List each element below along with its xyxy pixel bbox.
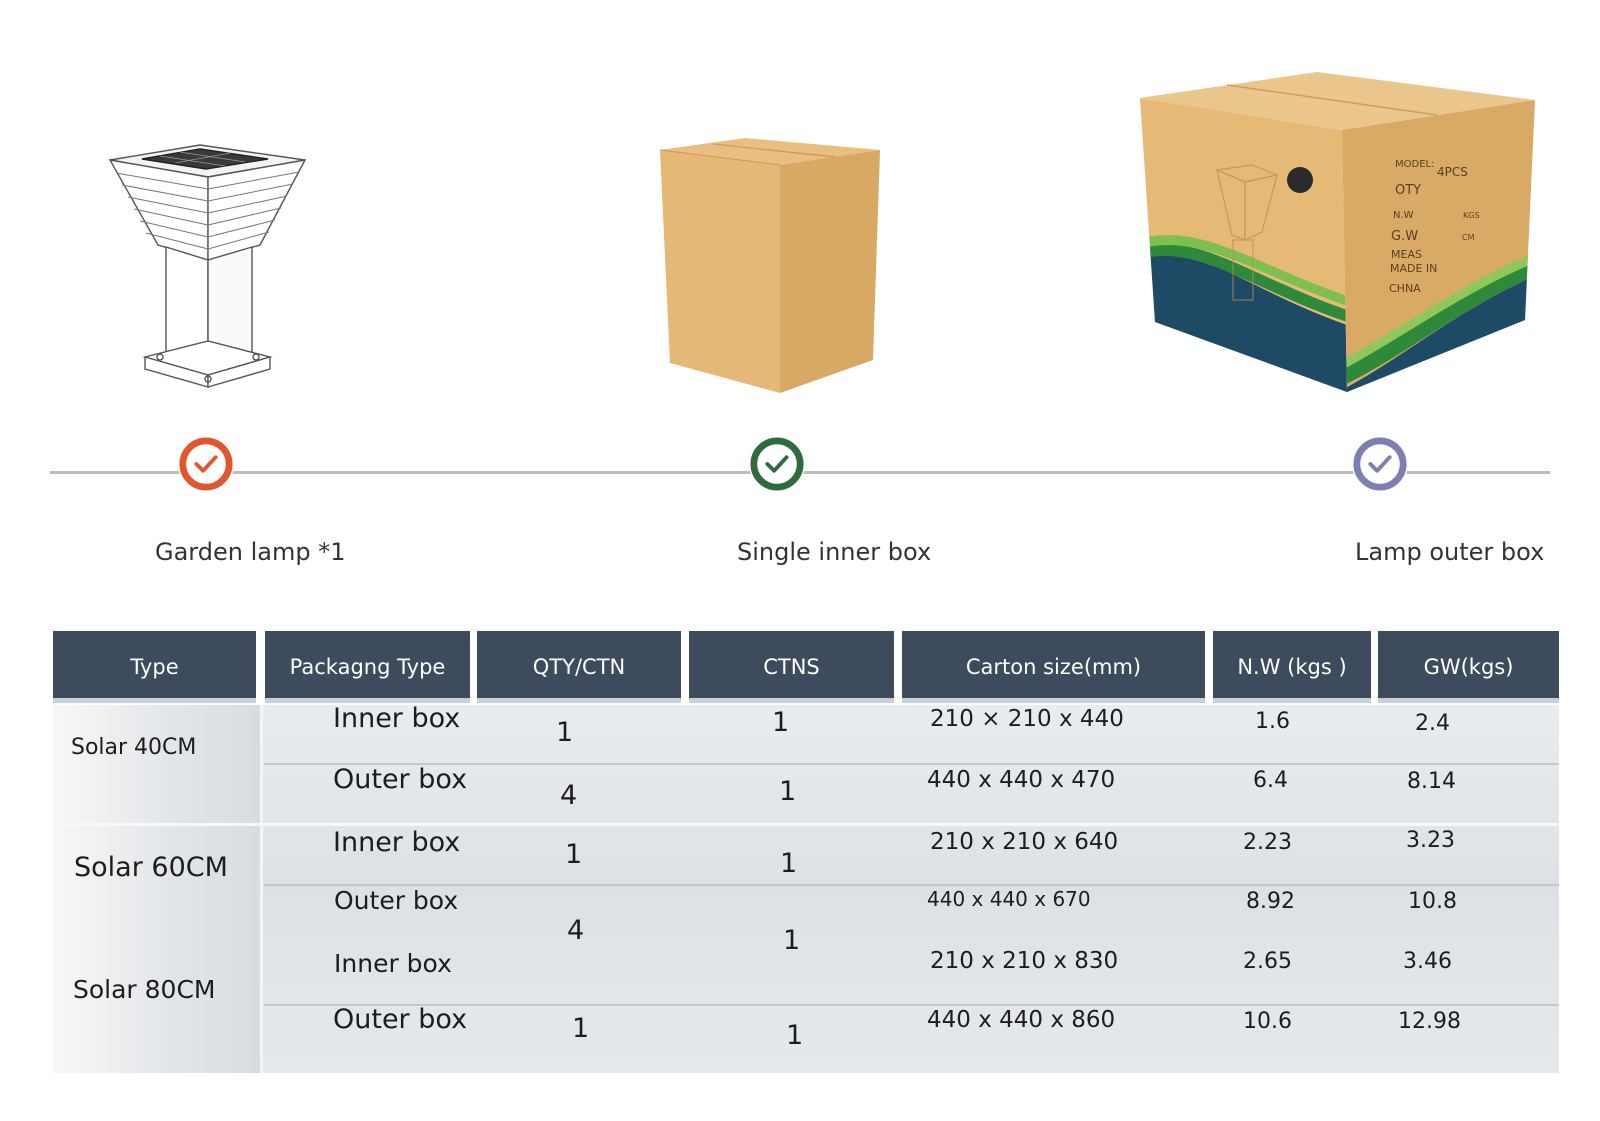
box-print-pcs: 4PCS (1437, 165, 1468, 179)
row-divider (264, 884, 1559, 886)
inner-box-illustration (659, 138, 880, 393)
table-row-gw: 10.8 (1408, 889, 1457, 914)
table-row-ctns-merged: 1 (783, 925, 801, 956)
table-row-nw: 10.6 (1243, 1009, 1292, 1034)
table-row-size: 210 x 210 x 830 (930, 948, 1119, 974)
check-circle-icon (178, 436, 234, 492)
table-row-pack: Inner box (334, 949, 452, 978)
outer-box-illustration: MODEL: 4PCS OTY N.W KGS G.W CM MEAS MADE… (1140, 72, 1535, 392)
header-carton-size: Carton size(mm) (902, 631, 1205, 703)
type-solar-60cm: Solar 60CM (74, 852, 228, 883)
header-gw: GW(kgs) (1378, 631, 1559, 703)
type-cell-bg (53, 826, 260, 1073)
step-label-inner-box: Single inner box (737, 538, 932, 566)
box-print-meas: MEAS (1391, 248, 1422, 261)
table-row-qty-merged: 4 (567, 915, 585, 946)
box-print-gw: G.W (1391, 229, 1418, 244)
table-row-qty: 1 (556, 717, 574, 748)
table-row-pack: Inner box (333, 703, 461, 734)
type-solar-40cm: Solar 40CM (71, 735, 197, 760)
box-print-qty: OTY (1395, 183, 1421, 198)
table-row-nw: 2.65 (1243, 949, 1292, 974)
box-print-model: MODEL: (1395, 159, 1434, 170)
step-label-outer-box: Lamp outer box (1355, 538, 1545, 566)
box-print-china: CHNA (1389, 282, 1421, 295)
table-row-nw: 8.92 (1246, 889, 1295, 914)
header-type: Type (53, 631, 256, 703)
table-row-pack: Outer box (333, 764, 468, 795)
row-divider (264, 1004, 1559, 1006)
header-nw: N.W (kgs ) (1213, 631, 1371, 703)
type-solar-80cm: Solar 80CM (73, 975, 216, 1004)
check-circle-icon (1352, 436, 1408, 492)
header-packaging-type: Packagng Type (265, 631, 470, 703)
column-divider (260, 705, 263, 1073)
table-row-size: 440 x 440 x 470 (927, 767, 1116, 793)
table-row-gw: 2.4 (1415, 711, 1450, 736)
table-row-size: 210 x 210 x 640 (930, 829, 1119, 855)
table-row-size: 210 × 210 x 440 (930, 706, 1124, 732)
table-row-pack: Outer box (334, 886, 459, 915)
table-row-nw: 6.4 (1253, 768, 1288, 793)
table-row-gw: 3.46 (1403, 949, 1452, 974)
table-row-ctns: 1 (779, 776, 797, 807)
table-row-gw: 3.23 (1406, 828, 1455, 853)
table-row-gw: 8.14 (1407, 769, 1456, 794)
box-print-made-in: MADE IN (1390, 262, 1437, 275)
table-row-pack: Outer box (333, 1004, 468, 1035)
table-row-pack: Inner box (333, 827, 461, 858)
table-row-ctns: 1 (772, 707, 790, 738)
box-print-kgs: KGS (1463, 211, 1480, 220)
row-divider (53, 823, 1559, 826)
table-row-size: 440 x 440 x 670 (927, 887, 1091, 911)
table-row-size: 440 x 440 x 860 (927, 1007, 1116, 1033)
row-divider (264, 763, 1559, 765)
table-row-nw: 2.23 (1243, 830, 1292, 855)
table-row-ctns: 1 (786, 1020, 804, 1051)
table-row-nw: 1.6 (1255, 709, 1290, 734)
table-row-gw: 12.98 (1398, 1009, 1461, 1034)
garden-lamp-illustration (108, 144, 307, 388)
header-qty-ctn: QTY/CTN (477, 631, 681, 703)
table-row-qty: 1 (565, 839, 583, 870)
table-row-qty: 1 (572, 1013, 590, 1044)
header-ctns: CTNS (689, 631, 894, 703)
packaging-table: Type Packagng Type QTY/CTN CTNS Carton s… (53, 631, 1559, 1073)
step-label-garden-lamp: Garden lamp *1 (155, 538, 346, 566)
table-row-ctns: 1 (780, 848, 798, 879)
type-cell-bg (53, 705, 260, 823)
table-body (53, 705, 1559, 1073)
box-print-cm: CM (1462, 233, 1475, 242)
table-row-qty: 4 (560, 780, 578, 811)
box-print-nw: N.W (1393, 210, 1414, 221)
check-circle-icon (749, 436, 805, 492)
